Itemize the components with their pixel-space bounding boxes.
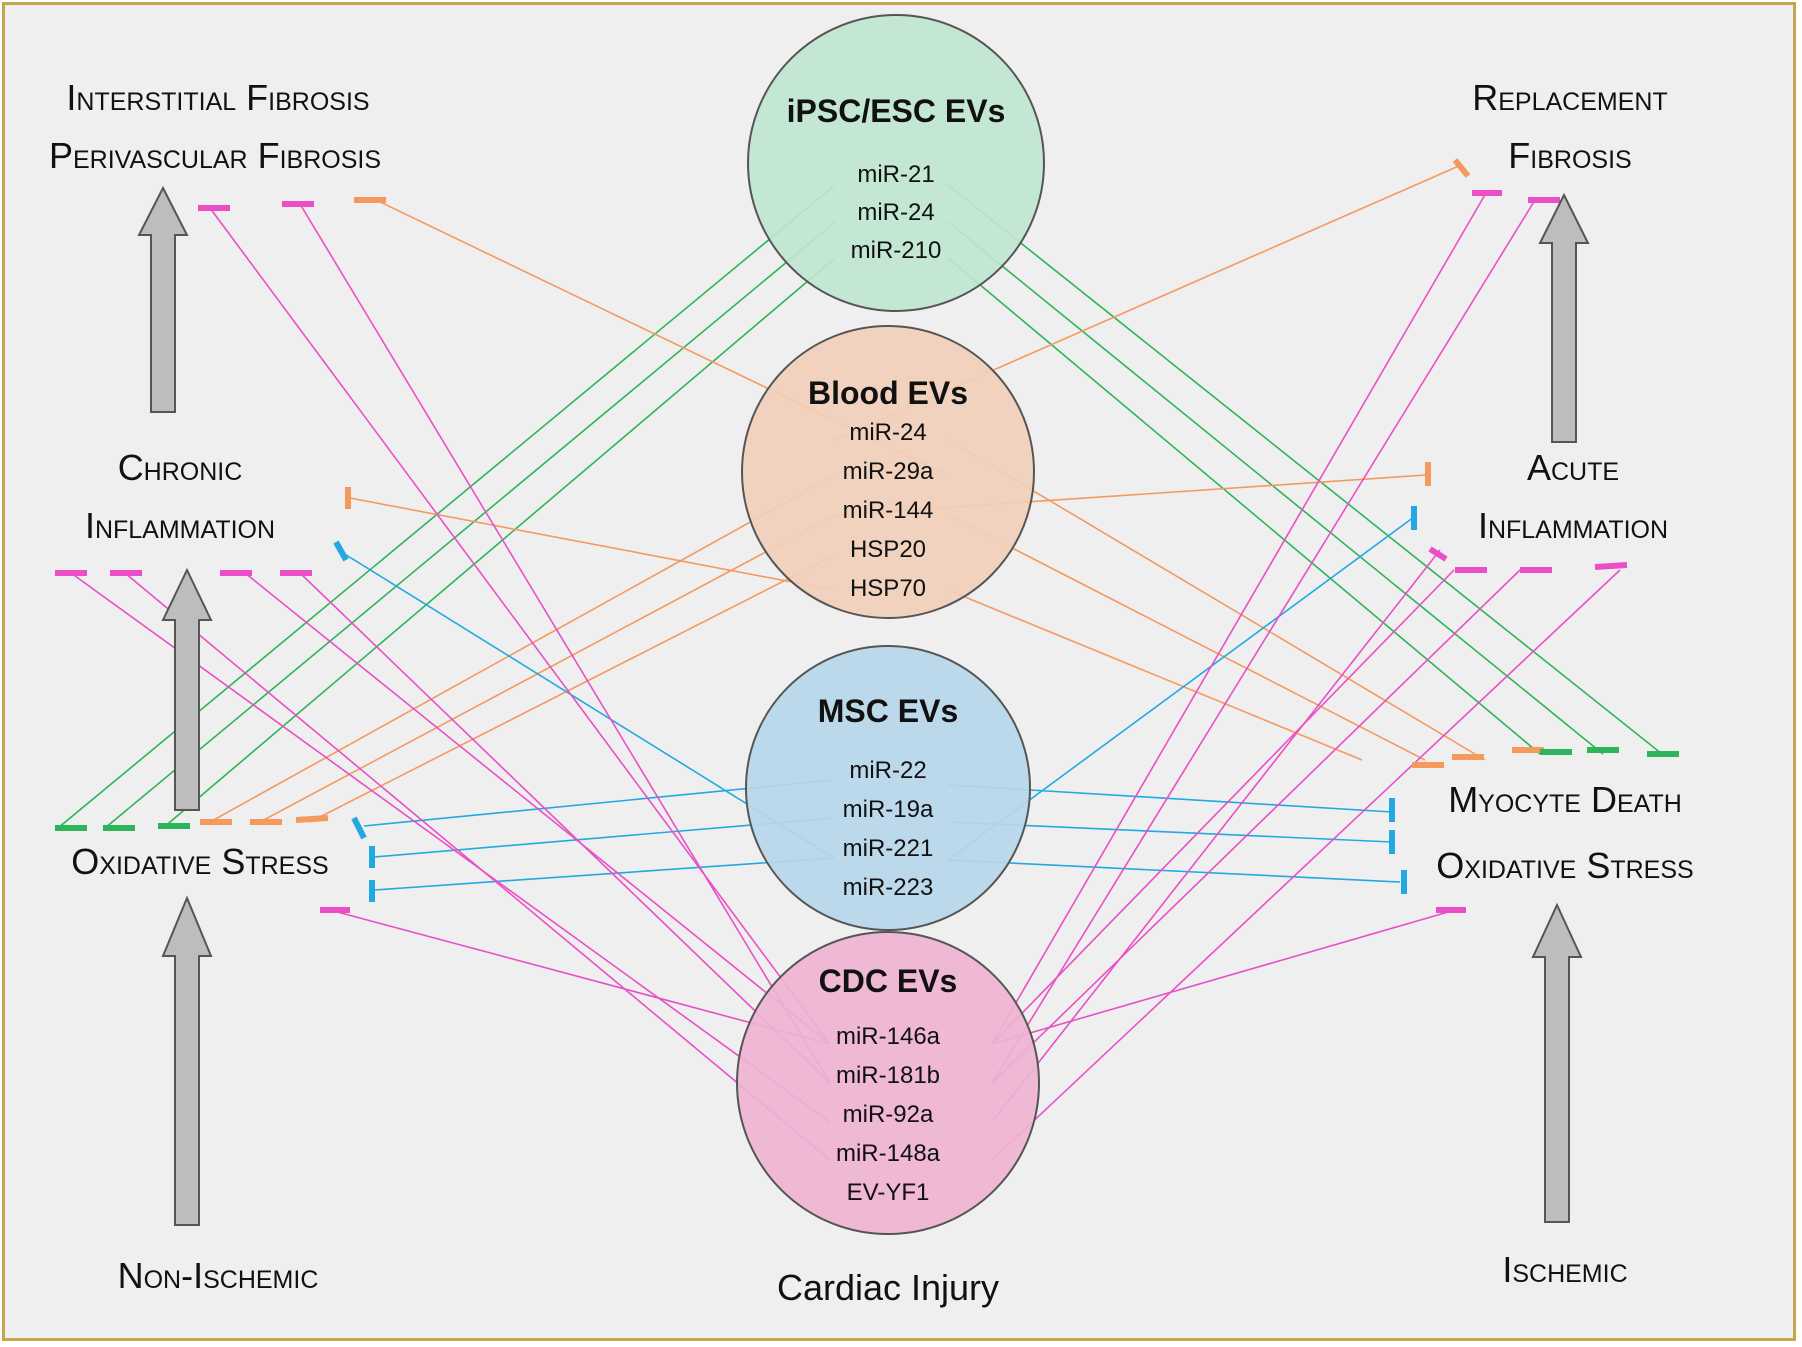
connection-line [373, 857, 835, 891]
connection-line [991, 569, 1521, 1084]
ev-circle-shape [736, 931, 1040, 1235]
label-perivascular-fibrosis: Perivascular Fibrosis [49, 135, 381, 176]
label-interstitial-fibrosis: Interstitial Fibrosis [66, 77, 369, 118]
up-arrow-icon [161, 895, 213, 1226]
ev-circle-shape [747, 14, 1045, 312]
label-cardiac-injury: Cardiac Injury [777, 1267, 999, 1308]
ev-group-title: Blood EVs [808, 375, 968, 411]
ev-cargo-item: miR-24 [849, 419, 926, 446]
connection-line [299, 572, 831, 1084]
ev-cargo-item: miR-29a [843, 458, 934, 485]
progression-arrows [137, 185, 1590, 1226]
ev-circle-msc-evs: MSC EVs miR-22 miR-19a miR-221 miR-223 [745, 645, 1031, 931]
target-marker [333, 540, 349, 562]
ev-cargo-item: miR-210 [851, 237, 942, 264]
target-marker [1428, 546, 1448, 562]
connection-line [349, 497, 835, 591]
ev-cargo-item: miR-144 [843, 497, 934, 524]
label-ischemic: Ischemic [1502, 1249, 1627, 1290]
connection-line [947, 257, 1541, 755]
label-non-ischemic: Non-Ischemic [118, 1255, 319, 1296]
connection-line [244, 572, 831, 1045]
ev-cargo-item: miR-223 [843, 874, 934, 901]
ev-cargo-item: miR-19a [843, 796, 934, 823]
ev-cargo-item: HSP70 [850, 575, 926, 602]
connection-line [947, 439, 1486, 761]
ev-circle-cdc-evs: CDC EVs miR-146a miR-181b miR-92a miR-148aEV… [736, 931, 1040, 1235]
ev-cargo-item: miR-221 [843, 835, 934, 862]
target-marker [351, 816, 367, 840]
connection-line [259, 514, 836, 823]
up-arrow-icon [161, 567, 213, 811]
connection-line [991, 569, 1621, 1161]
connection-line [991, 199, 1536, 1084]
connection-line [947, 859, 1401, 883]
label-oxidative-stress-right: Oxidative Stress [1436, 845, 1693, 886]
ev-cargo-item: miR-146a [836, 1023, 941, 1050]
connection-line [162, 257, 836, 829]
connection-line [991, 909, 1456, 1045]
connection-line [991, 192, 1487, 1045]
target-marker [1452, 158, 1471, 178]
label-chronic-inflammation: Inflammation [85, 505, 275, 546]
connection-line [947, 514, 1426, 761]
up-arrow-icon [1531, 902, 1583, 1223]
label-fibrosis: Fibrosis [1508, 135, 1631, 176]
connection-line [991, 549, 1441, 1123]
label-acute-inflammation: Inflammation [1478, 505, 1668, 546]
ev-cargo-item: miR-21 [857, 161, 934, 188]
connection-line [209, 474, 836, 823]
connection-line [104, 221, 836, 829]
label-replacement: Replacement [1472, 77, 1667, 118]
ev-cargo-item: EV-YF1 [847, 1179, 930, 1206]
up-arrow-icon [137, 185, 189, 413]
up-arrow-icon [1538, 192, 1590, 443]
ev-cargo-item: miR-181b [836, 1062, 940, 1089]
ev-cargo-item: miR-22 [849, 757, 926, 784]
ev-cargo-item: miR-92a [843, 1101, 934, 1128]
ev-circle-ipsc-esc-evs: iPSC/ESC EVs miR-21 miR-24 miR-210 [747, 14, 1045, 312]
ev-circle-shape [745, 645, 1031, 931]
connection-line [991, 569, 1455, 1045]
ev-circle-shape [741, 325, 1035, 619]
inhibition-markers [55, 158, 1679, 913]
target-marker [295, 815, 329, 823]
connection-line [329, 909, 831, 1045]
target-marker [1594, 562, 1628, 570]
label-oxidative-stress-left: Oxidative Stress [71, 841, 328, 882]
connection-line [209, 207, 831, 1045]
connection-line [299, 203, 831, 1084]
ev-group-title: iPSC/ESC EVs [787, 93, 1006, 129]
ev-group-title: MSC EVs [818, 693, 958, 729]
connection-line [947, 184, 1663, 755]
connection-line [947, 589, 1363, 761]
connection-line [124, 572, 831, 1161]
stage-labels: Interstitial Fibrosis Perivascular Fibro… [49, 77, 1694, 1308]
connection-line [309, 554, 836, 823]
ev-cargo-item: miR-24 [857, 199, 934, 226]
label-myocyte-death: Myocyte Death [1448, 779, 1682, 820]
ev-cargo-item: miR-148a [836, 1140, 941, 1167]
connection-line [947, 221, 1604, 755]
ev-cargo-item: HSP20 [850, 536, 926, 563]
ev-group-title: CDC EVs [819, 963, 958, 999]
label-acute: Acute [1527, 447, 1619, 488]
label-chronic: Chronic [118, 447, 243, 488]
